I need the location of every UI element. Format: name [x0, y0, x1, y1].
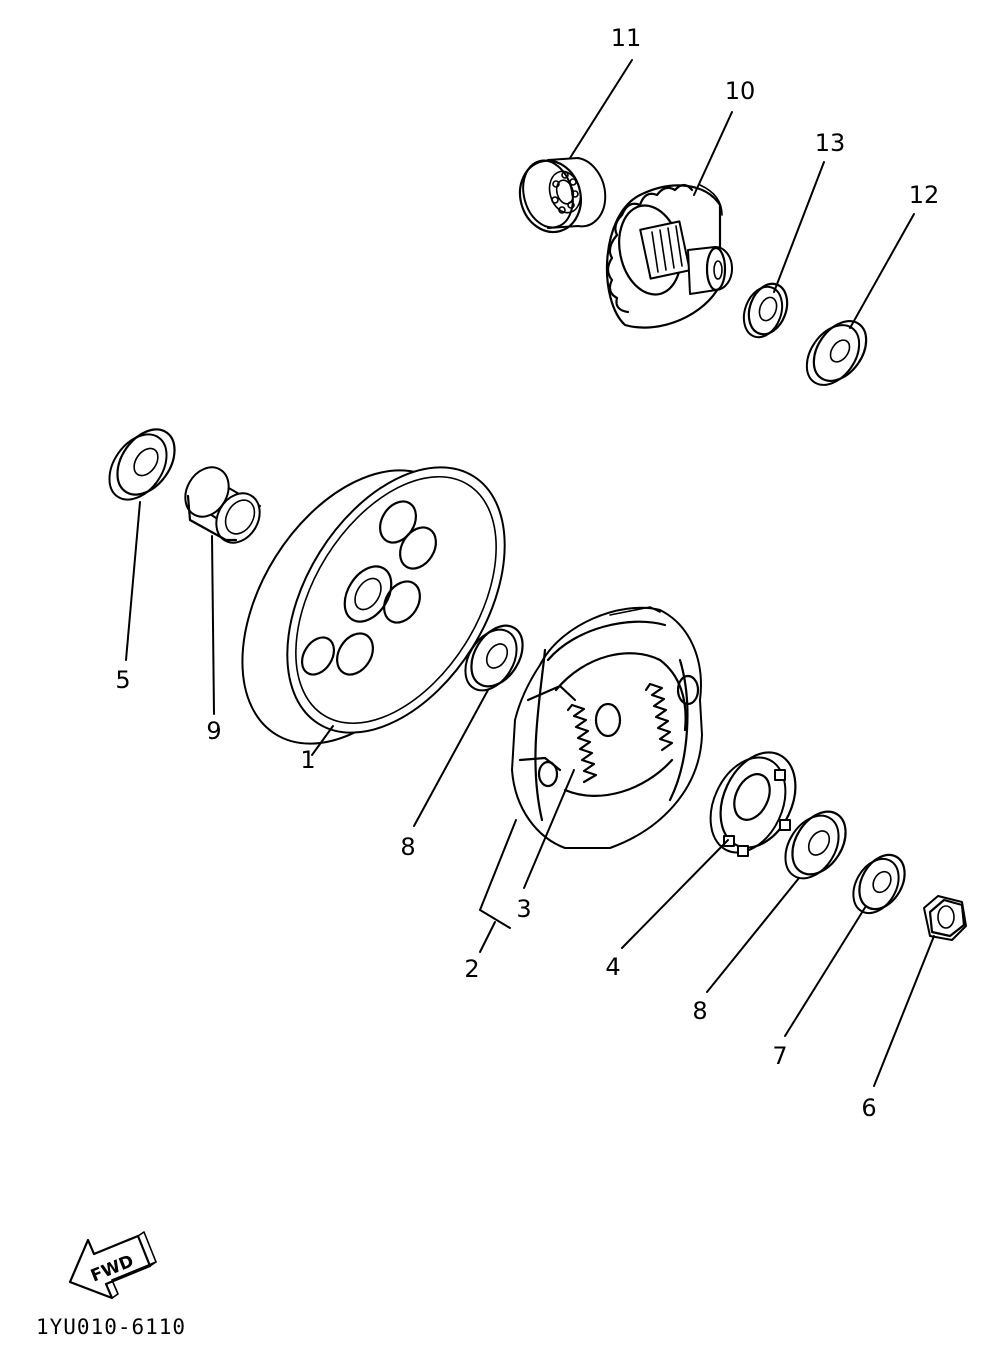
part-13-washer — [742, 282, 789, 339]
part-1-clutch-housing — [241, 466, 506, 745]
part-8-washer-lower — [784, 810, 847, 880]
part-6-nut — [923, 895, 967, 941]
callout-13: 13 — [815, 129, 846, 157]
part-12-washer — [805, 320, 868, 386]
callout-11: 11 — [611, 24, 642, 52]
part-5-washer — [108, 428, 176, 501]
forward-arrow-icon: FWD — [68, 1231, 157, 1300]
part-4-one-way-clutch — [709, 751, 797, 857]
part-11-bearing — [518, 157, 607, 234]
callout-9: 9 — [206, 717, 221, 745]
callout-numbers: 11 10 13 12 5 9 1 8 3 2 4 8 7 6 — [115, 24, 939, 1122]
callout-3: 3 — [516, 895, 531, 923]
part-3-clutch-spring-right — [644, 682, 674, 752]
part-9-collar — [184, 466, 261, 544]
callout-1: 1 — [300, 746, 315, 774]
part-10-primary-drive-gear — [605, 183, 734, 329]
drawing-code: 1YU010-6110 — [36, 1315, 186, 1339]
callout-12: 12 — [909, 181, 940, 209]
callout-4: 4 — [605, 953, 620, 981]
callout-8-lower: 8 — [692, 997, 707, 1025]
callout-7: 7 — [772, 1042, 787, 1070]
leader-lines — [125, 59, 935, 1087]
part-3-clutch-spring-left — [566, 703, 598, 784]
callout-5: 5 — [115, 666, 130, 694]
callout-2: 2 — [464, 955, 479, 983]
callout-10: 10 — [725, 77, 756, 105]
part-8-washer-upper — [464, 624, 524, 692]
part-7-washer — [852, 853, 906, 915]
callout-8-upper: 8 — [400, 833, 415, 861]
part-2-clutch-shoe-assembly — [511, 606, 703, 849]
callout-6: 6 — [861, 1094, 876, 1122]
